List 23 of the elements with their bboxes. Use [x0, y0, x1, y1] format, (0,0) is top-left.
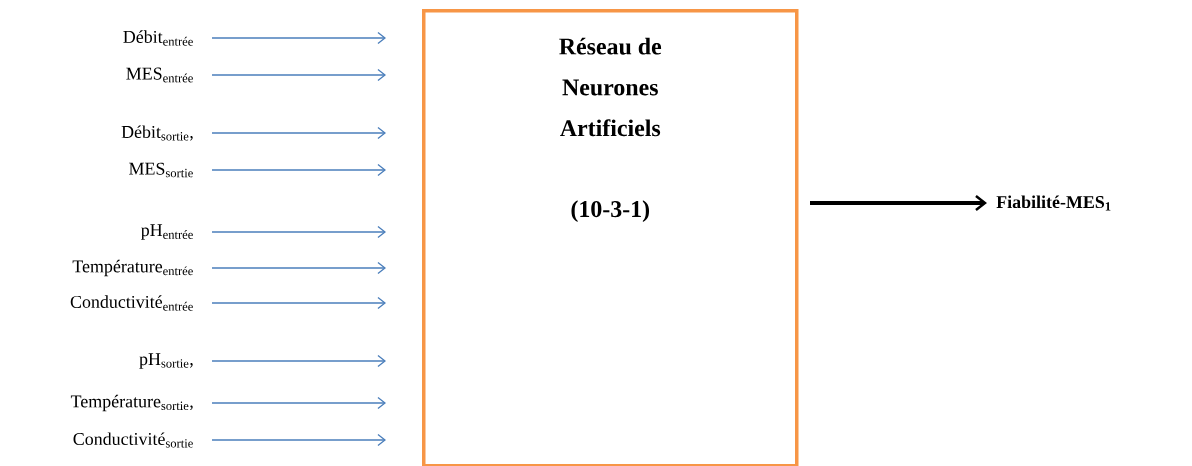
input-label: MES$_{sortie}$	[129, 162, 193, 178]
network-box: Réseau de Neurones Artificiels (10-3-1)	[422, 9, 799, 466]
arrow	[211, 31, 386, 45]
arrow	[810, 195, 987, 211]
arrow	[211, 163, 386, 177]
input-label: Débit$_{entrée}$	[123, 30, 193, 46]
input-label: MES$_{entrée}$	[126, 67, 193, 83]
arrow	[211, 433, 386, 447]
input-label: Température$_{sortie}$,	[70, 394, 193, 412]
arrow	[211, 296, 386, 310]
arrow	[211, 68, 386, 82]
arrow	[211, 354, 386, 368]
input-label: Conductivité$_{entrée}$	[70, 295, 193, 311]
arrow	[211, 261, 386, 275]
input-label: pH$_{sortie}$,	[139, 353, 193, 369]
arrow	[211, 225, 386, 239]
input-label: Température$_{entrée}$	[72, 259, 193, 277]
arrow	[211, 126, 386, 140]
arrow	[211, 396, 386, 410]
output-label: Fiabilité-MES$_{1}$	[996, 195, 1111, 211]
input-label: Conductivité$_{sortie}$	[73, 432, 193, 448]
input-label: Débit$_{sortie}$,	[121, 125, 193, 141]
input-label: pH$_{entrée}$	[141, 224, 193, 240]
